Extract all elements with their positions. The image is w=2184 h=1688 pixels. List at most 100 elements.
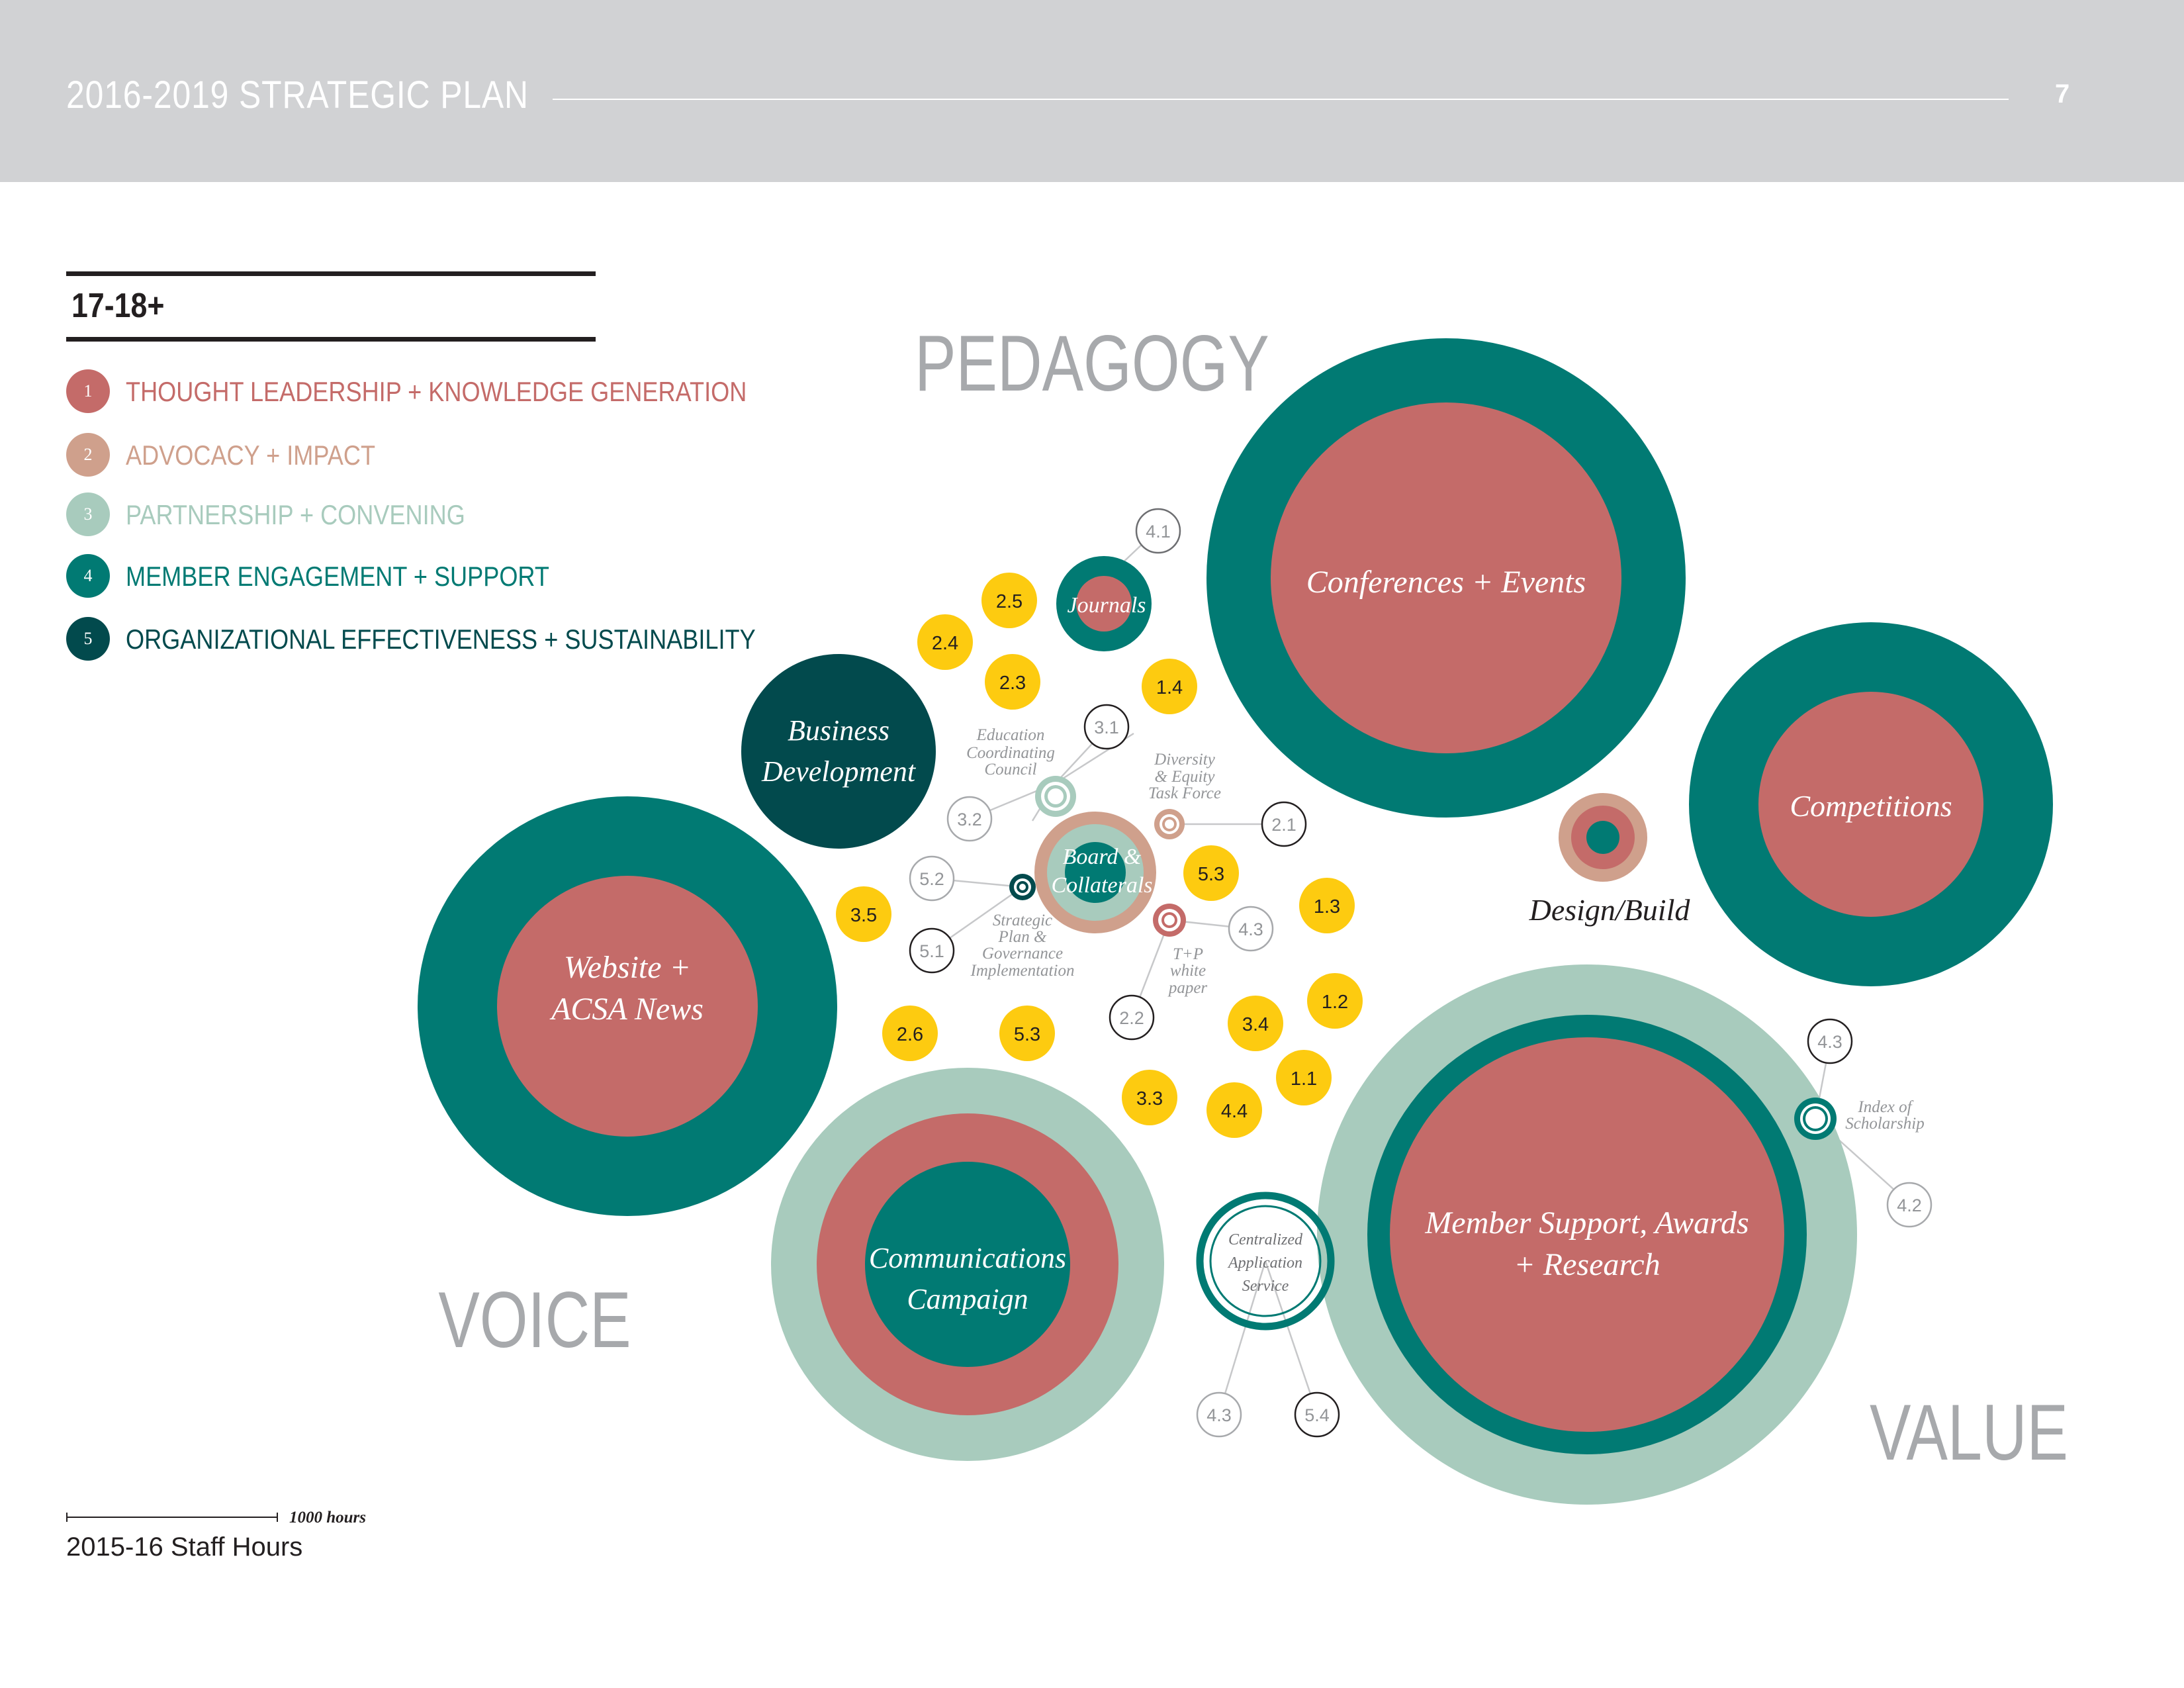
- segment-label: T+P: [1173, 945, 1203, 963]
- objective-number: 2.3: [999, 673, 1026, 694]
- objective-dot-circle: [1307, 973, 1363, 1029]
- objective-dot: 2.6: [882, 1006, 938, 1061]
- objective-dot-circle: [1142, 659, 1197, 714]
- objective-outline-circle: [1261, 801, 1307, 847]
- segment-inner-ring: [1209, 1205, 1322, 1317]
- objective-dot-circle: [1228, 996, 1283, 1051]
- segment-ring-center: [1805, 1109, 1825, 1129]
- objective-number: 3.5: [850, 905, 877, 926]
- objective-outline: 5.1: [909, 927, 955, 974]
- objective-dot-circle: [1299, 878, 1355, 933]
- segment-label: Strategic: [993, 912, 1052, 929]
- objective-number: 4.1: [1146, 522, 1171, 541]
- objective-outline-circle: [1109, 994, 1155, 1041]
- objective-outline: 3.2: [946, 796, 993, 842]
- objective-number: 4.3: [1206, 1405, 1232, 1425]
- segment-label: Conferences + Events: [1306, 565, 1586, 600]
- objective-outline-circle: [1135, 508, 1181, 554]
- segment-core-member-engagement: [1586, 821, 1619, 854]
- theme-value: VALUE: [1870, 1388, 2068, 1477]
- objective-dots: 2.5 2.4 2.3 1.4 5.3 1.3 3.5 1.2 3.4 2.6 …: [836, 573, 1363, 1138]
- objective-outline: 4.3: [1196, 1391, 1242, 1438]
- objective-number: 3.3: [1136, 1088, 1163, 1109]
- objective-outline-circle: [1228, 906, 1274, 952]
- objective-number: 3.1: [1094, 718, 1119, 737]
- objective-dot-circle: [981, 573, 1037, 628]
- segment-education-coordinating-council: Education Coordinating Council: [966, 726, 1076, 817]
- objective-outline-circle: [909, 855, 955, 902]
- theme-voice: VOICE: [438, 1276, 631, 1364]
- objective-outline: 4.3: [1228, 906, 1274, 952]
- segment-business-development: Business Development: [741, 654, 936, 849]
- objective-dot-circle: [1276, 1050, 1332, 1105]
- segment-label: Coordinating: [966, 744, 1055, 762]
- objective-dot: 1.4: [1142, 659, 1197, 714]
- objective-number: 2.5: [996, 591, 1023, 612]
- objective-outline: 4.1: [1135, 508, 1181, 554]
- legend-label: MEMBER ENGAGEMENT + SUPPORT: [126, 561, 549, 592]
- segment-label: Website +: [564, 950, 691, 985]
- objective-number: 3.4: [1242, 1014, 1269, 1035]
- legend-heading: 17-18+: [71, 287, 165, 325]
- segment-ring-center: [1165, 820, 1174, 829]
- objective-number: 2.6: [897, 1024, 923, 1045]
- objective-outline-circle: [946, 796, 993, 842]
- objective-dot: 5.3: [999, 1006, 1055, 1061]
- segment-ring-member-engagement: [1196, 1192, 1335, 1331]
- segment-label: Index of: [1857, 1098, 1913, 1116]
- segment-board-collaterals: Board & Collaterals: [1034, 812, 1156, 933]
- segment-label: Governance: [982, 945, 1063, 962]
- theme-pedagogy: PEDAGOGY: [915, 319, 1269, 408]
- scale-label: 1000 hours: [289, 1509, 367, 1526]
- segment-ring-center: [1019, 884, 1026, 890]
- objective-number: 1.3: [1314, 896, 1340, 917]
- objective-number: 4.2: [1897, 1196, 1922, 1215]
- objective-dot: 3.5: [836, 886, 891, 942]
- segment-label: Diversity: [1154, 751, 1216, 769]
- segment-label: Task Force: [1148, 784, 1221, 802]
- segment-strategic-plan-governance: Strategic Plan & Governance Implementati…: [970, 874, 1074, 980]
- page-number: 7: [2055, 79, 2070, 109]
- scale-caption: 2015-16 Staff Hours: [66, 1532, 303, 1562]
- header-rule: [553, 99, 2009, 100]
- page-header: 2016-2019 STRATEGIC PLAN 7: [0, 0, 2184, 182]
- objective-number: 1.4: [1156, 677, 1183, 698]
- objective-outline-circle: [909, 927, 955, 974]
- objective-dot: 3.3: [1122, 1070, 1177, 1125]
- objective-dot: 1.1: [1276, 1050, 1332, 1105]
- segment-label: + Research: [1514, 1247, 1660, 1282]
- objective-dot-circle: [1206, 1082, 1262, 1138]
- segment-communications-campaign: Communications Campaign: [771, 1068, 1164, 1461]
- segment-core-thought-leadership: [1271, 402, 1621, 753]
- segment-website-acsa-news: Website + ACSA News: [418, 796, 837, 1216]
- segment-index-of-scholarship: Index of Scholarship: [1794, 1098, 1925, 1140]
- objective-outlines: 4.1 3.1 3.2 2.1 5.2 4.3 5.1 2.2 4.3 4.2 …: [909, 508, 1933, 1438]
- objective-outline: 3.1: [1083, 704, 1130, 750]
- objective-dot: 2.5: [981, 573, 1037, 628]
- objective-dot: 5.3: [1183, 845, 1239, 901]
- segment-ring-center: [1164, 915, 1175, 925]
- objective-outline-circle: [1083, 704, 1130, 750]
- segment-label: Application: [1227, 1254, 1302, 1272]
- objective-outline: 5.4: [1294, 1391, 1340, 1438]
- legend-bottom-rule: [66, 337, 596, 342]
- segment-core-thought-leadership: [497, 876, 758, 1137]
- objective-outline: 5.2: [909, 855, 955, 902]
- objective-dot: 2.3: [985, 654, 1040, 710]
- legend-marker: 5: [66, 617, 110, 661]
- objective-outline: 4.2: [1886, 1182, 1933, 1228]
- segment-core-thought-leadership: [1758, 692, 1983, 917]
- objective-dot: 2.4: [917, 614, 973, 670]
- objective-outline-circle: [1196, 1391, 1242, 1438]
- objective-dot-circle: [836, 886, 891, 942]
- segment-label: Council: [984, 761, 1036, 778]
- objective-outline: 4.3: [1807, 1018, 1853, 1064]
- objective-number: 5.1: [919, 941, 944, 961]
- segment-label: Education: [976, 726, 1045, 744]
- objective-number: 5.3: [1014, 1024, 1040, 1045]
- legend-label: THOUGHT LEADERSHIP + KNOWLEDGE GENERATIO…: [126, 376, 747, 407]
- document-title: 2016-2019 STRATEGIC PLAN: [66, 73, 529, 117]
- objective-number: 5.3: [1198, 864, 1224, 885]
- segment-label: Communications: [869, 1242, 1066, 1274]
